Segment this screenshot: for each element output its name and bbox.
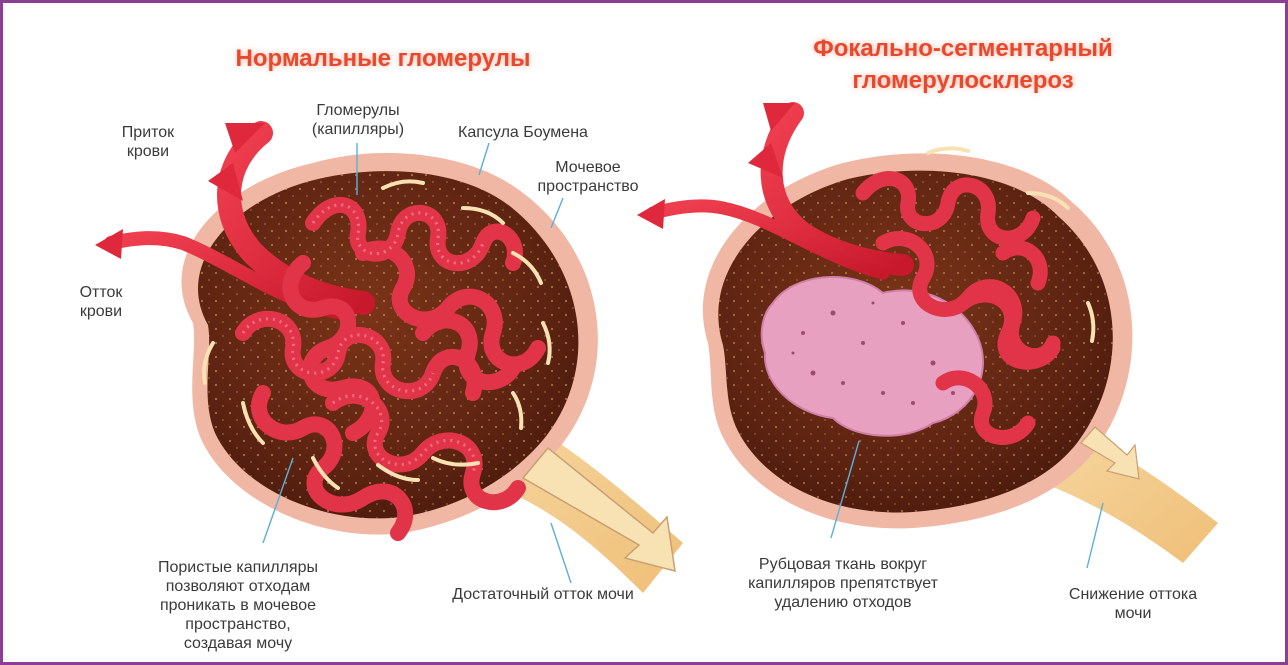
blood-out-arrowhead-right [637, 199, 665, 229]
label-glomeruli: Гломерулы (капилляры) [293, 101, 423, 139]
label-urinary-space: Мочевое пространство [523, 158, 653, 196]
title-fsgs: Фокально-сегментарный гломерулосклероз [763, 33, 1163, 97]
label-blood-in: Приток крови [103, 123, 193, 161]
label-urine-outflow: Достаточный отток мочи [423, 585, 663, 604]
label-blood-out: Отток крови [61, 283, 141, 321]
title-normal: Нормальные гломерулы [193, 43, 573, 75]
label-scar-tissue: Рубцовая ткань вокруг капилляров препятс… [733, 555, 953, 612]
label-reduced-outflow: Снижение оттока мочи [1043, 585, 1223, 623]
label-porous-capillaries: Пористые капилляры позволяют отходам про… [133, 558, 343, 653]
label-bowman-capsule: Капсула Боумена [443, 123, 603, 142]
blood-out-arrowhead-left [95, 229, 123, 259]
fsgs-glomerulus [637, 103, 1218, 568]
